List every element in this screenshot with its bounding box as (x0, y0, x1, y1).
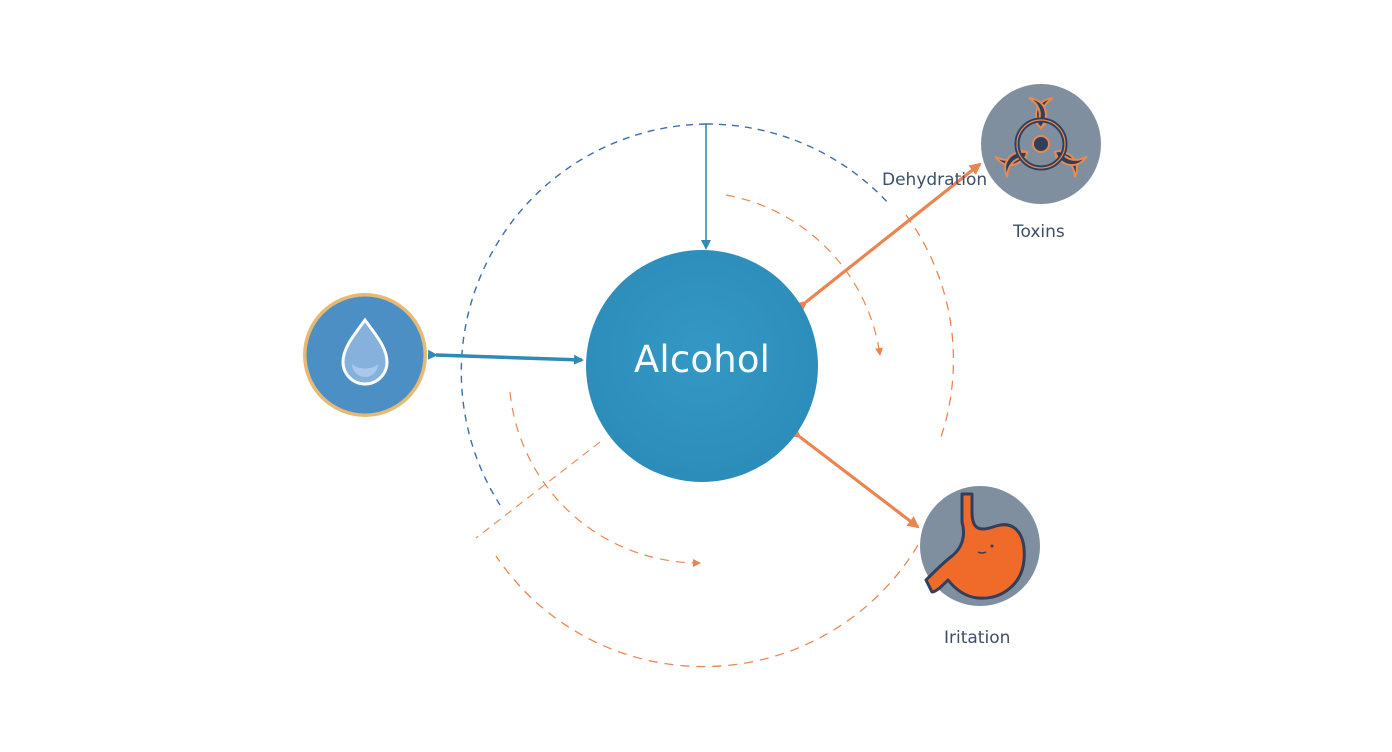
biohazard-icon (994, 97, 1088, 178)
water-alcohol-arrow (427, 349, 584, 365)
water-node (303, 293, 427, 417)
outer-dashed-arc-blue-right (705, 123, 891, 206)
dehydration-arrow (794, 162, 982, 313)
toxins-label: Toxins (1013, 222, 1065, 242)
dehydration-label: Dehydration (882, 170, 988, 190)
inner-dashed-arc-bottom-left (509, 391, 701, 568)
alcohol-center-circle (586, 250, 818, 482)
outer-dashed-arc-blue (460, 123, 707, 506)
toxins-node (981, 84, 1101, 204)
water-drop-icon (341, 317, 389, 386)
dashed-diagonal-orange (475, 441, 601, 539)
irritation-label: Iritation (944, 628, 1011, 648)
irritation-arrow (788, 426, 920, 529)
irritation-node (920, 486, 1040, 606)
stomach-icon (924, 492, 1026, 600)
outer-dashed-arc-orange (905, 214, 955, 441)
alcohol-label: Alcohol (633, 338, 771, 381)
lower-dashed-arc-orange (495, 544, 919, 668)
